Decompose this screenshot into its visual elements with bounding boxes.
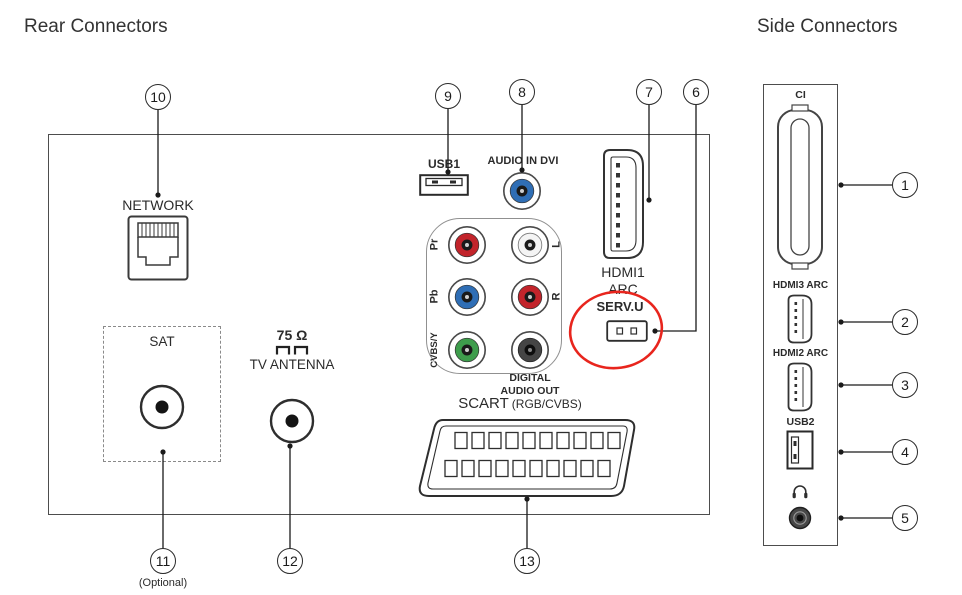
sat-label: SAT	[149, 334, 175, 349]
optional-note: (Optional)	[138, 577, 188, 589]
hdmi2-arc-label: HDMI2 ARC	[772, 348, 829, 359]
scart-label-row: SCART (RGB/CVBS)	[400, 395, 640, 412]
audio-l-label: L	[550, 241, 563, 248]
usb1-port-icon	[419, 174, 469, 196]
hdmi1-arc-label: ARC	[608, 281, 638, 297]
component-cluster-outline	[426, 218, 562, 374]
network-rj45-icon	[127, 215, 189, 281]
cvbs-y-jack-icon	[448, 331, 486, 369]
side-connectors-title: Side Connectors	[757, 16, 898, 37]
network-label: NETWORK	[122, 197, 194, 213]
scart-connector-icon	[418, 419, 636, 497]
rear-connectors-title: Rear Connectors	[24, 16, 168, 37]
hdmi3-port-icon	[787, 294, 813, 344]
callout-6: 6	[683, 79, 709, 105]
audio-in-dvi-label: AUDIO IN DVI	[487, 155, 559, 167]
callout-11: 11	[150, 548, 176, 574]
serv-u-label: SERV.U	[596, 299, 644, 314]
tv-antenna-connector-icon	[269, 398, 315, 444]
audio-r-jack-icon	[511, 278, 549, 316]
digital-audio-out-label-line1: DIGITAL	[509, 372, 551, 384]
hdmi2-port-icon	[787, 362, 813, 412]
headphone-jack-icon	[788, 506, 812, 530]
digital-audio-out-label-line2: AUDIO OUT	[500, 385, 560, 397]
hdmi1-port-icon	[603, 149, 644, 259]
callout-12: 12	[277, 548, 303, 574]
usb1-label: USB1	[427, 157, 460, 171]
pr-label: Pr	[428, 238, 441, 251]
callout-1: 1	[892, 172, 918, 198]
pb-label: Pb	[428, 289, 441, 304]
headphone-icon	[792, 485, 808, 499]
callout-4: 4	[892, 439, 918, 465]
cvbs-y-label: CVBS/Y	[428, 332, 440, 368]
audio-r-label: R	[550, 292, 563, 301]
usb2-port-icon	[786, 430, 814, 470]
callout-2: 2	[892, 309, 918, 335]
serv-u-port-icon	[606, 320, 648, 342]
audio-in-dvi-jack-icon	[503, 172, 541, 210]
antenna-ohm-label: 75 Ω	[276, 327, 308, 343]
callout-10: 10	[145, 84, 171, 110]
audio-l-jack-icon	[511, 226, 549, 264]
callout-9: 9	[435, 83, 461, 109]
digital-audio-out-jack-icon	[511, 331, 549, 369]
callout-13: 13	[514, 548, 540, 574]
scart-label: SCART	[458, 395, 509, 412]
ci-slot-icon	[777, 104, 823, 270]
callout-7: 7	[636, 79, 662, 105]
sat-connector-icon	[139, 384, 185, 430]
hdmi3-arc-label: HDMI3 ARC	[772, 280, 829, 291]
usb2-label: USB2	[786, 416, 815, 428]
callout-5: 5	[892, 505, 918, 531]
tv-antenna-label: TV ANTENNA	[249, 357, 335, 372]
pr-jack-icon	[448, 226, 486, 264]
pb-jack-icon	[448, 278, 486, 316]
antenna-impedance-symbol-icon	[275, 345, 309, 355]
ci-label: CI	[795, 89, 806, 101]
hdmi1-label: HDMI1	[601, 264, 645, 280]
scart-mode-label: (RGB/CVBS)	[511, 397, 582, 411]
callout-8: 8	[509, 79, 535, 105]
callout-3: 3	[892, 372, 918, 398]
